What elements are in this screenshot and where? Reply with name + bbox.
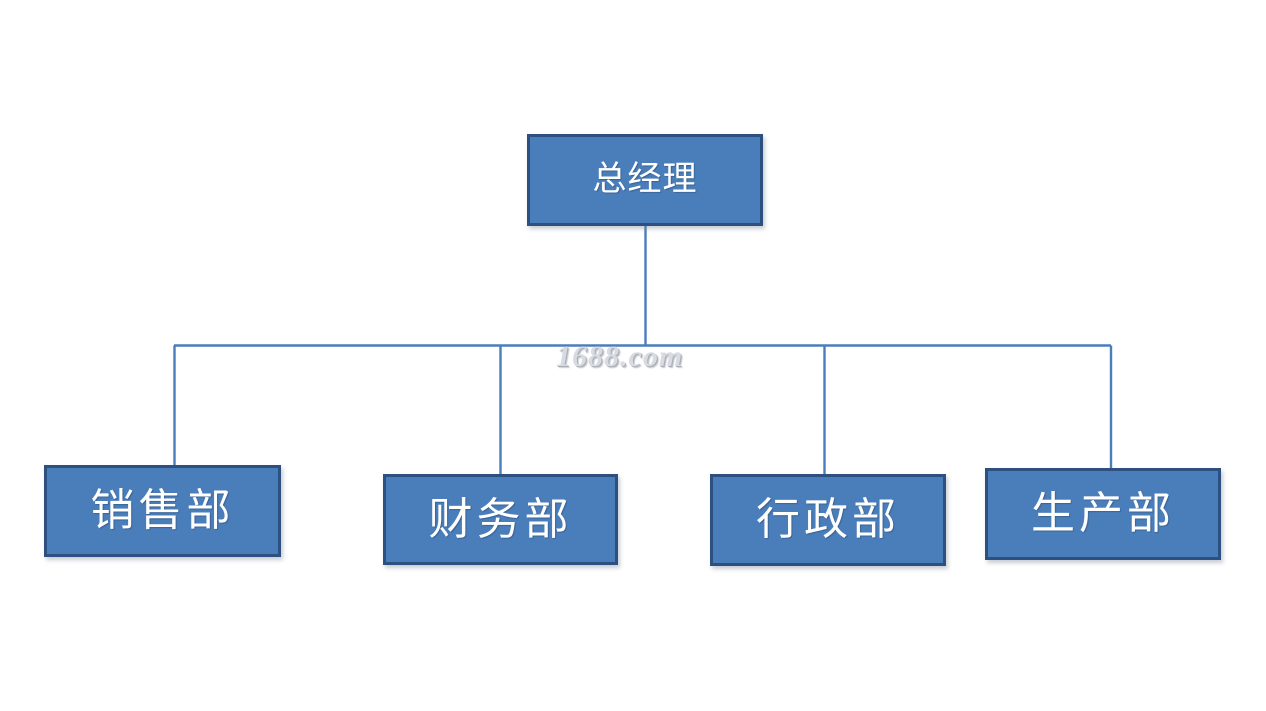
org-node-sales-department[interactable]: 销售部	[44, 465, 281, 557]
org-node-label: 销售部	[90, 486, 235, 535]
org-node-general-manager[interactable]: 总经理	[527, 134, 763, 226]
org-node-finance-department[interactable]: 财务部	[383, 474, 618, 565]
watermark-text: 1688.com	[556, 340, 684, 373]
org-node-label: 总经理	[592, 161, 698, 198]
org-node-administration-department[interactable]: 行政部	[710, 474, 946, 566]
org-node-label: 行政部	[756, 495, 900, 544]
org-node-label: 财务部	[428, 494, 573, 544]
org-node-production-department[interactable]: 生产部	[985, 468, 1221, 560]
org-node-label: 生产部	[1031, 489, 1175, 538]
